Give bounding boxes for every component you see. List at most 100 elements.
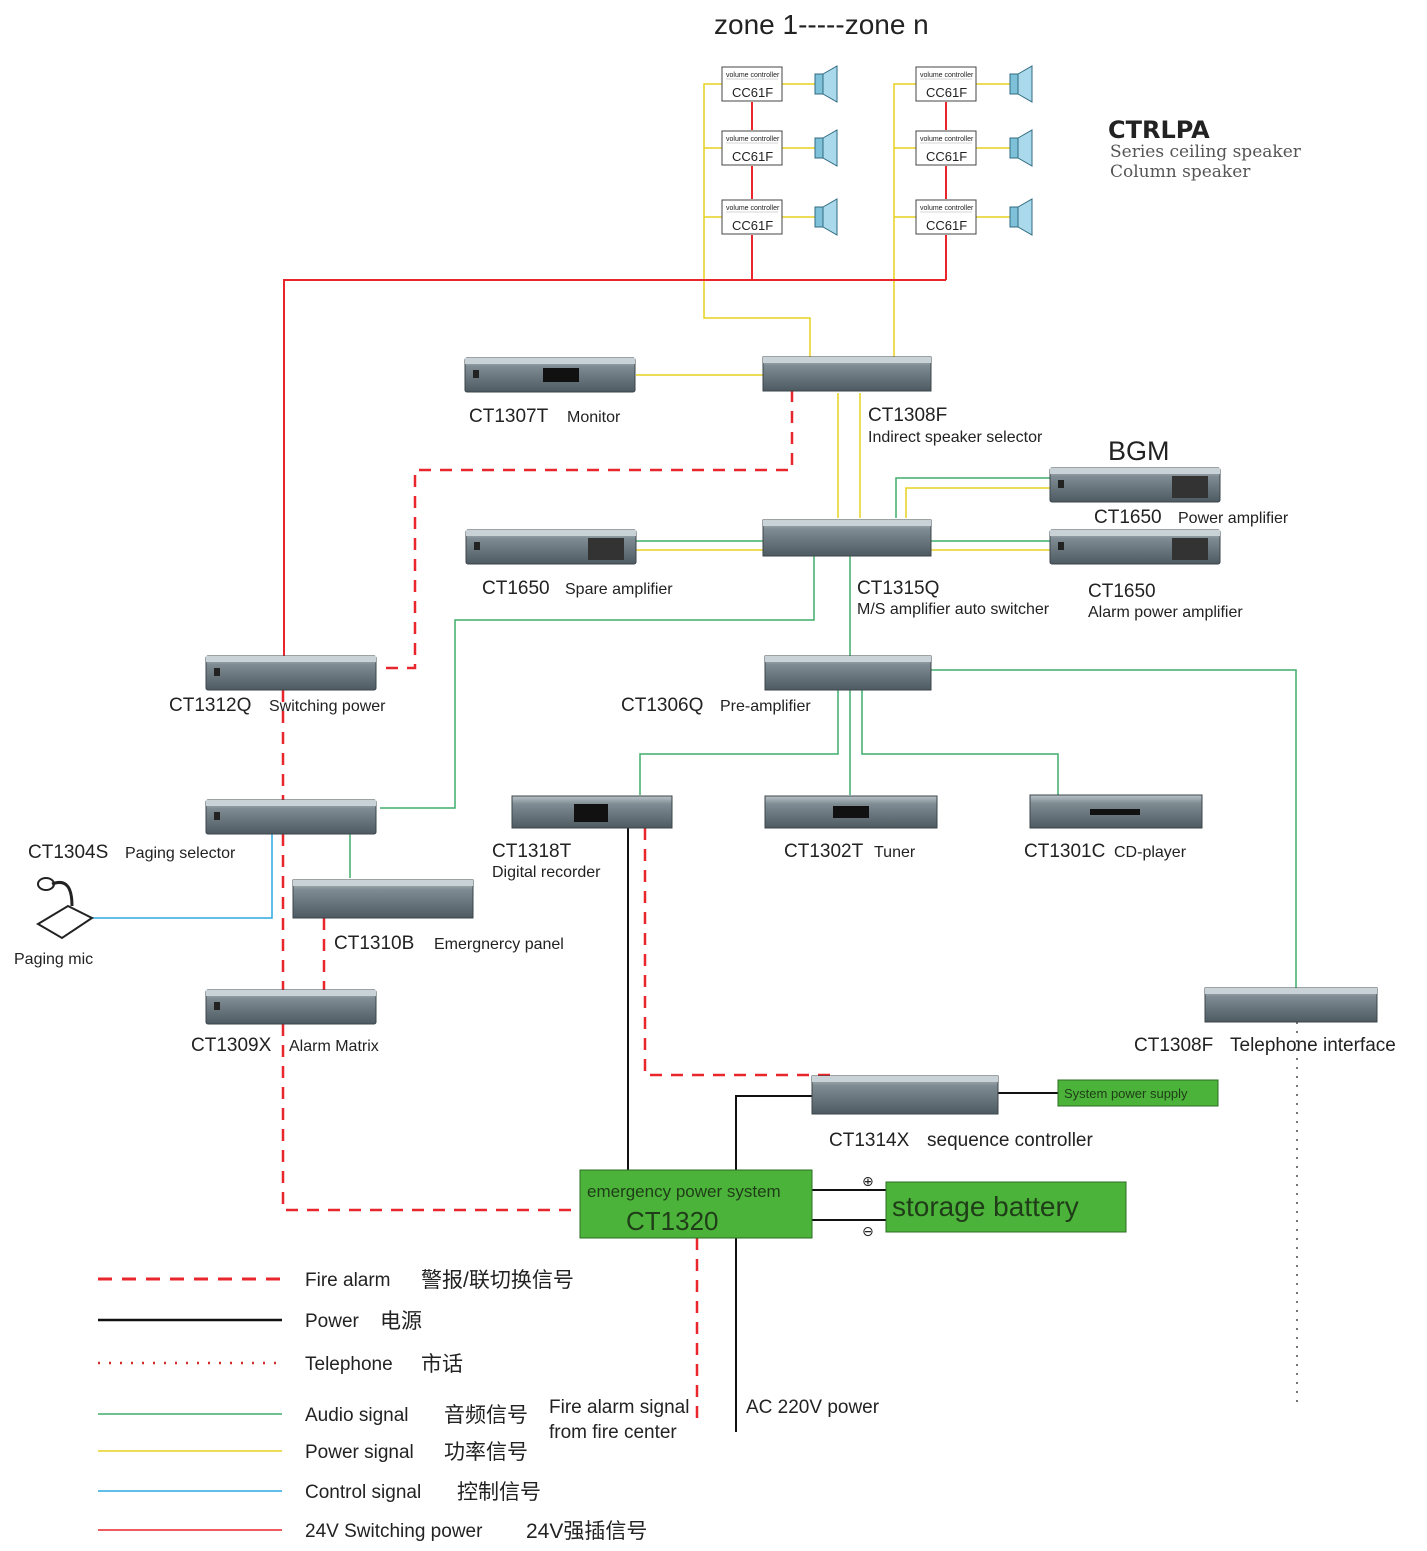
device-desc: Tuner [874, 844, 916, 861]
device-label: CT1306Q [621, 695, 703, 716]
device-label: CT1650 [482, 578, 550, 599]
legend-label: Control signal [305, 1482, 421, 1503]
legend-label: 24V Switching power [305, 1521, 483, 1542]
legend-label-zh: 电源 [380, 1310, 422, 1333]
power-wires [627, 828, 1058, 1432]
svg-text:CC61F: CC61F [926, 149, 967, 164]
device-desc: Pre-amplifier [720, 698, 811, 715]
brand-label: CTRLPA [1108, 116, 1210, 144]
device-ct1650-spare [465, 529, 637, 565]
device-desc: Telephone interface [1230, 1035, 1396, 1056]
system-power-supply: System power supply [1057, 1079, 1219, 1107]
speaker-icon [1009, 129, 1033, 167]
device-ct1312q [205, 655, 377, 691]
wires [92, 83, 1298, 1432]
speaker-icon [1009, 198, 1033, 236]
device-desc: Paging selector [125, 845, 236, 862]
fire-alarm-note-2: from fire center [549, 1422, 677, 1443]
svg-text:volume controller: volume controller [726, 205, 780, 212]
device-desc: Spare amplifier [565, 581, 673, 598]
legend-label-zh: 控制信号 [457, 1481, 541, 1504]
device-label: CT1310B [334, 933, 414, 954]
legend-item: Audio signal 音频信号 [98, 1404, 528, 1427]
svg-text:volume controller: volume controller [920, 205, 974, 212]
device-desc: CD-player [1114, 844, 1187, 861]
device-desc: Emergnercy panel [434, 936, 564, 953]
emergency-power-system: emergency power system CT1320 [579, 1169, 813, 1239]
device-ct1304s [205, 799, 377, 835]
device-ct1301c [1029, 794, 1203, 829]
legend-label-zh: 24V强插信号 [526, 1520, 647, 1543]
svg-text:storage battery: storage battery [892, 1191, 1079, 1222]
device-desc: Alarm Matrix [289, 1038, 379, 1055]
svg-text:CC61F: CC61F [732, 85, 773, 100]
zones-title: zone 1-----zone n [714, 9, 929, 40]
legend-label: Telephone [305, 1354, 393, 1375]
volume-controller: volume controller CC61F [915, 199, 977, 235]
speaker-icon [1009, 65, 1033, 103]
ctrlpa-line1: Series ceiling speaker [1110, 142, 1302, 162]
legend-label: Power [305, 1311, 360, 1332]
zone-1-speakers: volume controller CC61F volume controlle… [721, 65, 838, 236]
volume-controller: volume controller CC61F [915, 66, 977, 102]
storage-battery: storage battery [885, 1181, 1127, 1233]
legend-item: Power 电源 [98, 1310, 422, 1333]
microphone-icon [36, 877, 94, 940]
legend-label: Audio signal [305, 1405, 409, 1426]
device-label: CT1301C [1024, 841, 1105, 862]
device-ct1307t [464, 357, 636, 393]
device-desc: Monitor [567, 409, 621, 426]
svg-text:CC61F: CC61F [926, 218, 967, 233]
legend-label: Power signal [305, 1442, 414, 1463]
svg-text:volume controller: volume controller [726, 72, 780, 79]
legend-label: Fire alarm [305, 1270, 391, 1291]
device-ct1650-power [1049, 467, 1221, 503]
svg-text:CC61F: CC61F [732, 218, 773, 233]
device-ct1650-alarm [1049, 529, 1221, 565]
device-desc: Digital recorder [492, 864, 601, 881]
speaker-icon [814, 198, 838, 236]
switching-power-wires [283, 102, 947, 660]
device-label: CT1304S [28, 842, 108, 863]
legend-label-zh: 市话 [421, 1353, 463, 1376]
volume-controller: volume controller CC61F [721, 130, 783, 166]
fire-alarm-note-1: Fire alarm signal [549, 1397, 689, 1418]
device-ct1314x [811, 1075, 999, 1115]
svg-text:CC61F: CC61F [926, 85, 967, 100]
device-label: CT1308F [868, 405, 947, 426]
speaker-icon [814, 129, 838, 167]
ctrlpa-caption: CTRLPA Series ceiling speaker Column spe… [1108, 116, 1302, 182]
volume-controller: volume controller CC61F [721, 199, 783, 235]
power-signal-wires [634, 83, 1050, 551]
ctrlpa-line2: Column speaker [1110, 162, 1251, 182]
device-ct1309x [205, 989, 377, 1025]
ac-power-note: AC 220V power [746, 1397, 880, 1418]
svg-text:CT1320: CT1320 [626, 1206, 719, 1236]
device-ct1310b [292, 879, 474, 919]
device-label: CT1307T [469, 406, 549, 427]
legend-item: 24V Switching power 24V强插信号 [98, 1520, 647, 1543]
device-ct1318t [511, 795, 673, 829]
audio-signal-wires [349, 477, 1297, 988]
svg-text:CC61F: CC61F [732, 149, 773, 164]
svg-text:emergency power system: emergency power system [587, 1182, 781, 1201]
volume-controller: volume controller CC61F [721, 66, 783, 102]
zone-n-speakers: volume controller CC61F volume controlle… [915, 65, 1033, 236]
device-ct1306q [764, 655, 932, 691]
device-desc: Power amplifier [1178, 510, 1289, 527]
device-ct1315q [762, 519, 932, 557]
paging-mic-label: Paging mic [14, 951, 93, 968]
control-signal-wires [92, 834, 273, 919]
device-ct1308f-telephone [1204, 987, 1378, 1023]
device-label: CT1315Q [857, 578, 939, 599]
device-label: CT1308F [1134, 1035, 1213, 1056]
plus-icon: ⊕ [862, 1173, 874, 1189]
device-label: CT1302T [784, 841, 864, 862]
fire-alarm-wires [281, 390, 830, 1420]
svg-text:volume controller: volume controller [920, 72, 974, 79]
device-label: CT1650 [1088, 581, 1156, 602]
legend-label-zh: 音频信号 [444, 1404, 528, 1427]
device-ct1308f-selector [762, 356, 932, 392]
